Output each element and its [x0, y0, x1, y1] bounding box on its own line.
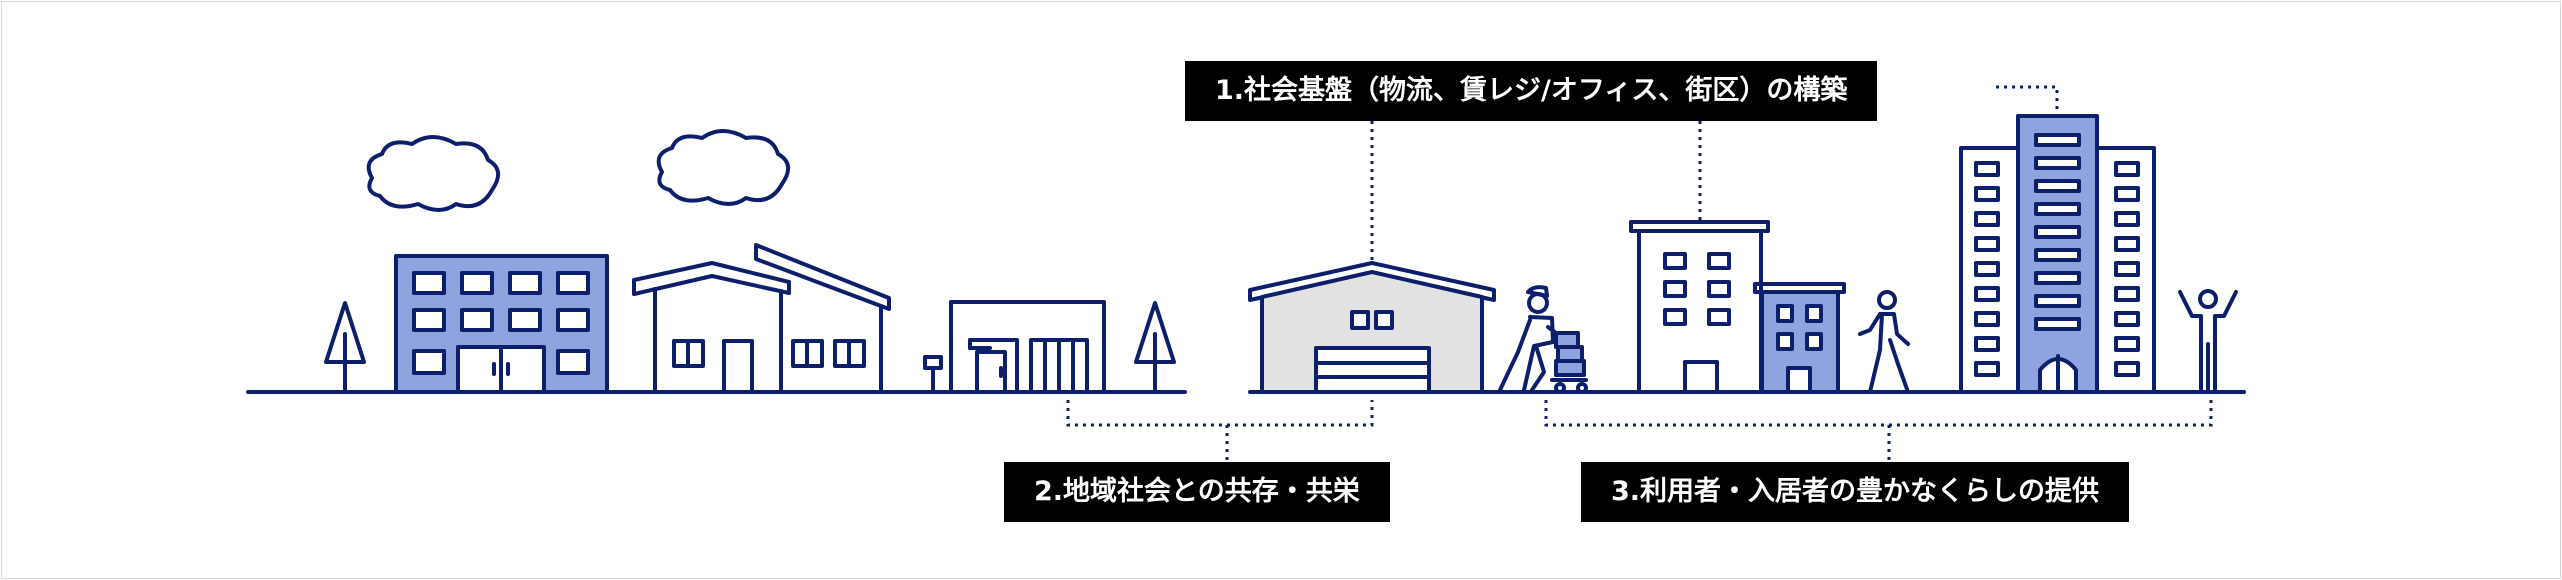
- cloud-icon-right: [656, 129, 790, 206]
- store-building: [923, 300, 1106, 394]
- tree-icon-left: [324, 301, 366, 394]
- warehouse-building: [1248, 261, 1496, 394]
- walking-person-icon: [1858, 290, 1910, 394]
- house-building: [632, 243, 891, 394]
- delivery-worker-icon: [1498, 285, 1588, 394]
- tree-icon-center: [1134, 301, 1176, 394]
- cloud-icon-left: [366, 135, 500, 212]
- connector-line-label-1-tower: [1996, 85, 2059, 114]
- cheering-person-icon: [2178, 289, 2238, 394]
- label-community: 2.地域社会との共存・共栄: [1004, 462, 1390, 522]
- tower-building: [1959, 114, 2156, 394]
- connector-line-label-2: [1066, 400, 1374, 427]
- mid-rise-office-building: [1629, 220, 1846, 394]
- label-residents: 3.利用者・入居者の豊かなくらしの提供: [1581, 462, 2130, 522]
- label-infrastructure: 1.社会基盤（物流、賃レジ/オフィス、街区）の構築: [1185, 61, 1878, 121]
- connector-line-label-3: [1544, 400, 2213, 427]
- office-building-left: [394, 254, 609, 394]
